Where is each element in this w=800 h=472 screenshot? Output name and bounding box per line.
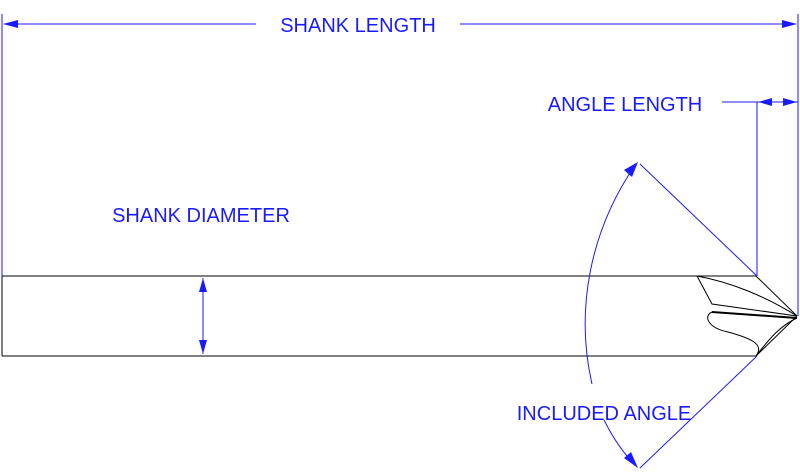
shank-diameter-label: SHANK DIAMETER (112, 205, 290, 227)
angle-length-arrow-right (783, 98, 797, 106)
shank-length-label: SHANK LENGTH (280, 15, 436, 37)
cutting-edge (711, 311, 798, 319)
flute-lower-curve (755, 317, 798, 357)
included-angle-arrow-bottom (624, 452, 638, 468)
included-angle-label: INCLUDED ANGLE (517, 403, 692, 425)
shank-length-arrow-left (3, 20, 18, 28)
included-angle-dimension: INCLUDED ANGLE (517, 162, 758, 469)
shank-length-arrow-right (782, 20, 797, 28)
flute-upper (696, 275, 798, 317)
included-angle-arrow-top (624, 162, 638, 177)
included-angle-extension-bottom (639, 355, 758, 469)
point-top-chamfer (755, 275, 798, 317)
point-bottom-chamfer (755, 315, 798, 357)
flute-lower (707, 311, 760, 357)
shank-diameter-arrow-top (199, 278, 207, 292)
angle-length-arrow-left (758, 98, 772, 106)
angle-length-dimension: ANGLE LENGTH (548, 94, 798, 276)
shank-length-dimension: SHANK LENGTH (1, 14, 799, 316)
angle-length-label: ANGLE LENGTH (548, 94, 702, 116)
shank-diameter-dimension: SHANK DIAMETER (112, 205, 290, 354)
included-angle-arc-upper (584, 163, 637, 385)
tool-body (1, 275, 798, 357)
shank-diameter-arrow-bottom (199, 340, 207, 354)
included-angle-extension-top (639, 163, 758, 277)
flute-upper-curve (696, 275, 798, 317)
